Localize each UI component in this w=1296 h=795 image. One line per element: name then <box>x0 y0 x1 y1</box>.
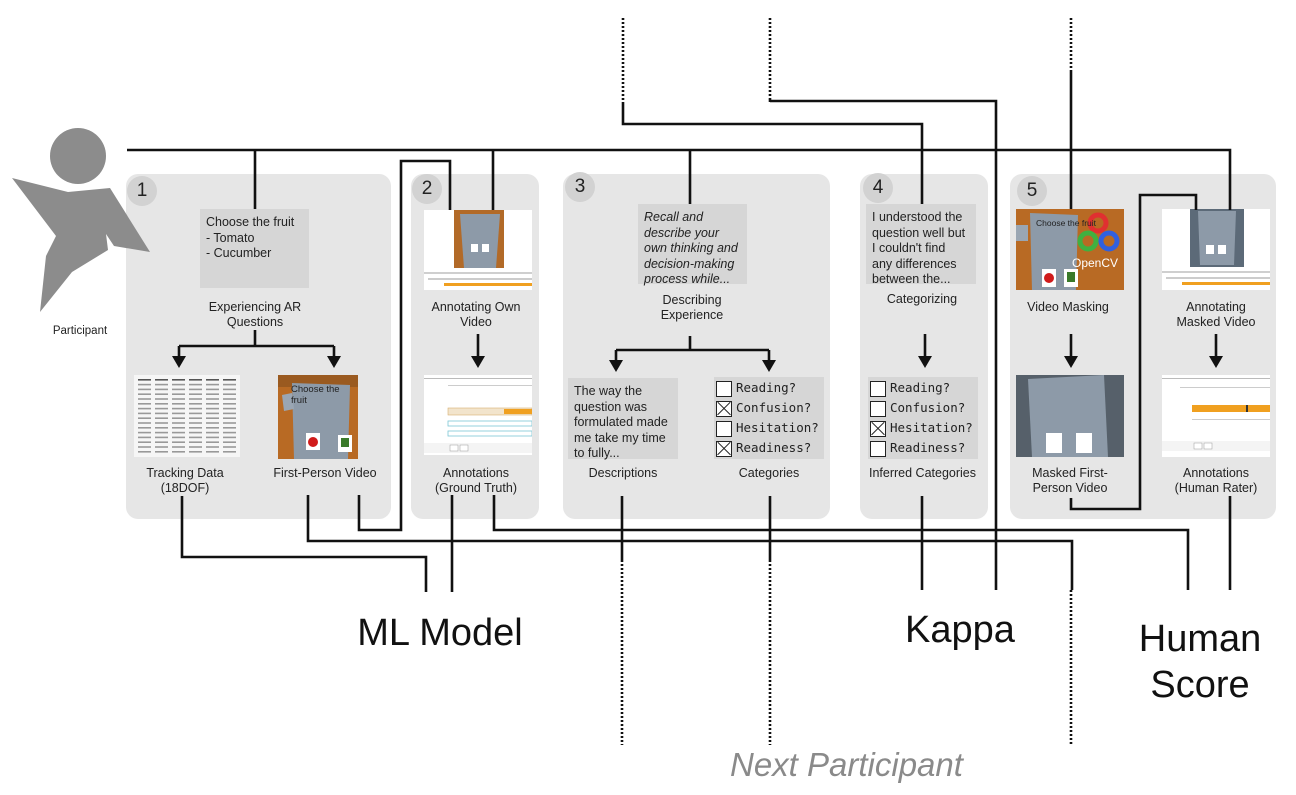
checked-checkbox-icon <box>716 440 732 457</box>
participant-icon <box>12 128 150 312</box>
checkbox-icon <box>870 400 886 417</box>
annotating-masked-video-caption: Annotating Masked Video <box>1176 300 1256 329</box>
ar-question-box: Choose the fruit - Tomato - Cucumber <box>200 209 309 288</box>
video-masking-image <box>1016 209 1124 290</box>
category-hesitation: Hesitation? <box>716 418 819 438</box>
own-video-annotation-screenshot <box>424 210 532 290</box>
categorizing-caption: Categorizing <box>886 292 958 306</box>
opencv-logo-text: OpenCV <box>1071 256 1119 270</box>
human-score-label: Human Score <box>1138 618 1262 706</box>
stage-2-number: 2 <box>412 174 442 204</box>
checkbox-icon <box>716 420 732 437</box>
recall-prompt-box: Recall and describe your own thinking an… <box>638 204 747 286</box>
describing-experience-caption: Describing Experience <box>660 293 724 322</box>
masked-first-person-video-image <box>1016 375 1124 457</box>
stage-4-number: 4 <box>863 173 893 203</box>
participant-statement-box: I understood the question well but I cou… <box>866 204 976 286</box>
first-person-video-overlay-text: Choose the fruit <box>291 384 340 406</box>
tracking-data-table-image <box>134 375 240 457</box>
video-masking-caption: Video Masking <box>1027 300 1109 314</box>
stage-1-number: 1 <box>127 176 157 206</box>
checked-checkbox-icon <box>870 420 886 437</box>
tracking-data-caption: Tracking Data (18DOF) <box>146 466 224 495</box>
stage-5-number: 5 <box>1017 176 1047 206</box>
human-rater-annotations-screenshot <box>1162 375 1270 457</box>
participant-label: Participant <box>52 325 108 337</box>
checkbox-icon <box>870 380 886 397</box>
participant-description-box: The way the question was formulated made… <box>568 378 678 460</box>
first-person-video-caption: First-Person Video <box>273 466 377 480</box>
masked-video-annotation-screenshot <box>1162 209 1270 290</box>
masking-video-overlay-text: Choose the fruit <box>1036 218 1097 228</box>
categories-caption: Categories <box>738 466 800 480</box>
category-hesitation: Hesitation? <box>870 418 973 438</box>
stage-3-number: 3 <box>565 172 595 202</box>
kappa-label: Kappa <box>905 609 1015 651</box>
inferred-categories-caption: Inferred Categories <box>868 466 976 480</box>
checkbox-icon <box>716 380 732 397</box>
ground-truth-annotations-screenshot <box>424 375 532 455</box>
category-confusion: Confusion? <box>716 398 811 418</box>
checked-checkbox-icon <box>716 400 732 417</box>
annotating-own-video-caption: Annotating Own Video <box>431 300 521 329</box>
category-reading: Reading? <box>870 378 950 398</box>
human-rater-caption: Annotations (Human Rater) <box>1174 466 1258 495</box>
descriptions-caption: Descriptions <box>588 466 658 480</box>
ml-model-label: ML Model <box>357 612 523 654</box>
next-participant-label: Next Participant <box>730 746 963 783</box>
category-reading: Reading? <box>716 378 796 398</box>
checkbox-icon <box>870 440 886 457</box>
experiencing-ar-caption: Experiencing AR Questions <box>208 300 302 329</box>
ground-truth-caption: Annotations (Ground Truth) <box>435 466 517 495</box>
category-readiness: Readiness? <box>716 438 811 458</box>
stage-3-category-box: Reading? Confusion? Hesitation? Readines… <box>714 377 824 459</box>
masked-first-person-caption: Masked First- Person Video <box>1032 466 1108 495</box>
first-person-video-image <box>278 375 358 459</box>
stage-4-category-box: Reading? Confusion? Hesitation? Readines… <box>868 377 978 459</box>
category-readiness: Readiness? <box>870 438 965 458</box>
category-confusion: Confusion? <box>870 398 965 418</box>
